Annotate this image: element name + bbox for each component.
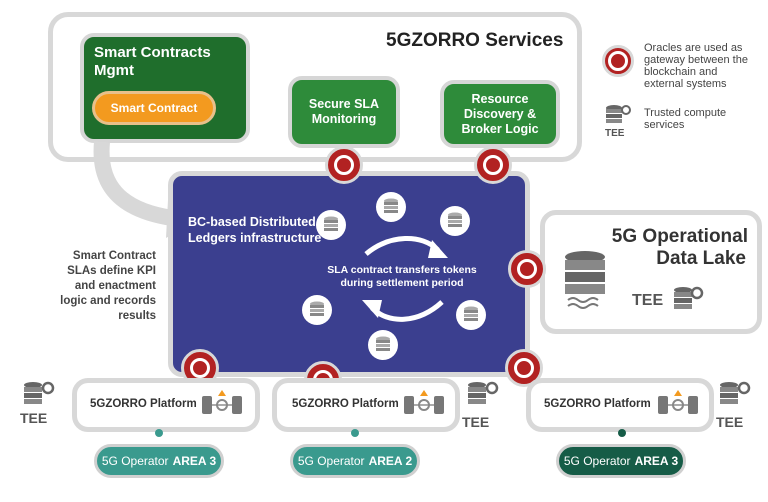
data-lake-tee-label: TEE <box>632 292 664 309</box>
legend-oracles-text: Oracles are used as gateway between the … <box>644 42 748 90</box>
operator-label: 5G Operator <box>563 454 631 468</box>
legend-trusted-compute-text: Trusted compute services <box>644 107 727 131</box>
smart-contracts-mgmt-title: Smart Contracts Mgmt <box>94 44 211 79</box>
data-lake-tee-icon <box>674 286 704 309</box>
legend-oracle-icon <box>602 45 634 77</box>
area-label: AREA 3 <box>172 454 217 468</box>
token-icon <box>456 300 486 330</box>
area-label: AREA 2 <box>368 454 413 468</box>
database-icon <box>565 251 605 309</box>
platform-connector-dot <box>155 429 163 437</box>
sla-transfer-text: SLA contract transfers tokens during set… <box>327 264 477 289</box>
platform-network-icon <box>404 390 444 414</box>
secure-sla-monitoring-box[interactable]: Secure SLA Monitoring <box>288 76 400 148</box>
area-label: AREA 3 <box>634 454 679 468</box>
platform-network-icon <box>658 390 698 414</box>
platform-connector-dot <box>618 429 626 437</box>
distributed-ledger-panel <box>168 171 530 377</box>
token-cycle-arrows <box>362 236 448 322</box>
platform-label-1: 5GZORRO Platform <box>90 398 197 410</box>
platform-tee-icon <box>468 381 499 404</box>
token-icon <box>376 192 406 222</box>
oracle-icon[interactable] <box>325 146 363 184</box>
services-title: 5GZORRO Services <box>386 30 564 51</box>
token-icon <box>302 295 332 325</box>
platform-connector-dot <box>351 429 359 437</box>
platform-tee-label-2: TEE <box>462 414 490 430</box>
token-icon <box>368 330 398 360</box>
platform-tee-icon <box>720 381 751 404</box>
platform-network-icon <box>202 390 242 414</box>
smart-contract-sla-note: Smart Contract SLAs define KPI and enact… <box>60 250 156 322</box>
token-icon <box>316 210 346 240</box>
oracle-icon[interactable] <box>474 146 512 184</box>
ledger-title: BC-based Distributed Ledgers infrastruct… <box>188 215 322 245</box>
data-lake-title-line1: 5G Operational <box>611 226 748 247</box>
smart-contract-button[interactable]: Smart Contract <box>92 91 216 125</box>
resource-discovery-box[interactable]: Resource Discovery & Broker Logic <box>440 80 560 148</box>
oracle-icon[interactable] <box>508 250 546 288</box>
platform-tee-icon <box>24 381 55 404</box>
platform-tee-label-1: TEE <box>20 410 48 426</box>
operator-label: 5G Operator <box>297 454 365 468</box>
platform-label-2: 5GZORRO Platform <box>292 398 399 410</box>
legend-tee-label: TEE <box>605 128 625 139</box>
platform-tee-label-3: TEE <box>716 414 744 430</box>
legend-tee-database-icon <box>606 105 631 123</box>
platform-label-3: 5GZORRO Platform <box>544 398 651 410</box>
data-lake-title-line2: Data Lake <box>656 248 746 269</box>
platform-card-2 <box>272 378 460 432</box>
token-icon <box>440 206 470 236</box>
operator-label: 5G Operator <box>101 454 169 468</box>
